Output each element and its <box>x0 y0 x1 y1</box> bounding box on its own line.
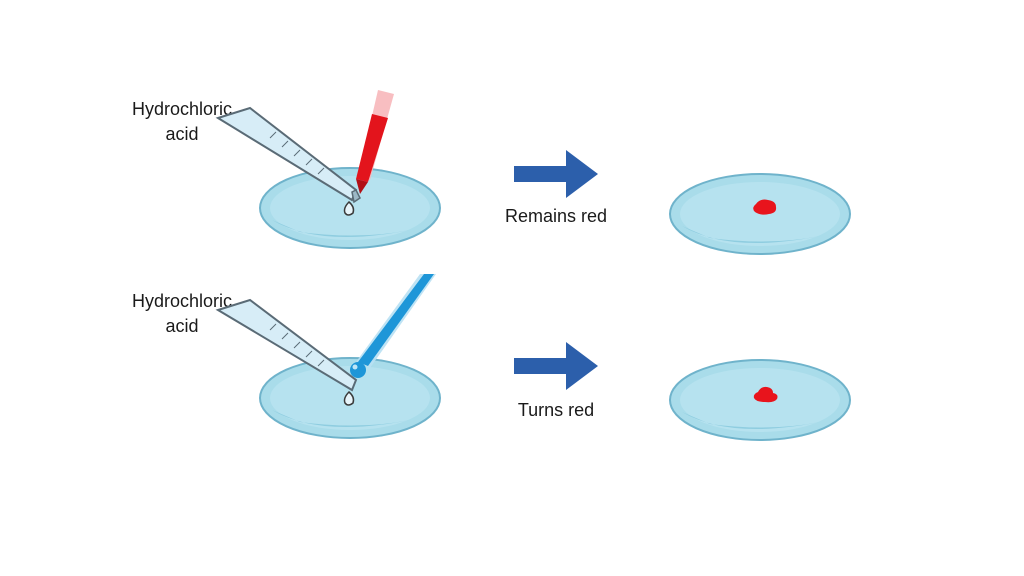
acid-pipette <box>215 298 358 406</box>
acid-label-line2: acid <box>165 124 199 144</box>
row-2-illustration <box>215 274 851 441</box>
result-label: Remains red <box>504 206 608 226</box>
watch-glass-right <box>669 359 851 441</box>
arrow-right-icon <box>514 342 598 390</box>
dropper-liquid <box>356 114 388 182</box>
acid-label-line2: acid <box>165 316 199 336</box>
red-spot <box>753 199 777 215</box>
dropper-liquid <box>358 274 434 366</box>
acid-label: Hydrochloric acid <box>108 97 256 147</box>
red-dropper <box>356 90 394 194</box>
result-label: Turns red <box>517 400 595 420</box>
watch-glass-right <box>669 173 851 255</box>
red-spot <box>753 386 778 403</box>
experiment-row-1: Hydrochloric acid <box>0 80 1024 270</box>
acid-pipette <box>215 106 361 216</box>
experiment-row-2: Hydrochloric acid <box>0 272 1024 462</box>
acid-label: Hydrochloric acid <box>108 289 256 339</box>
acid-label-line1: Hydrochloric <box>131 291 233 311</box>
acid-label-line1: Hydrochloric <box>131 99 233 119</box>
arrow-right-icon <box>514 150 598 198</box>
blue-dropper <box>350 274 436 378</box>
row-1-illustration <box>215 90 851 255</box>
